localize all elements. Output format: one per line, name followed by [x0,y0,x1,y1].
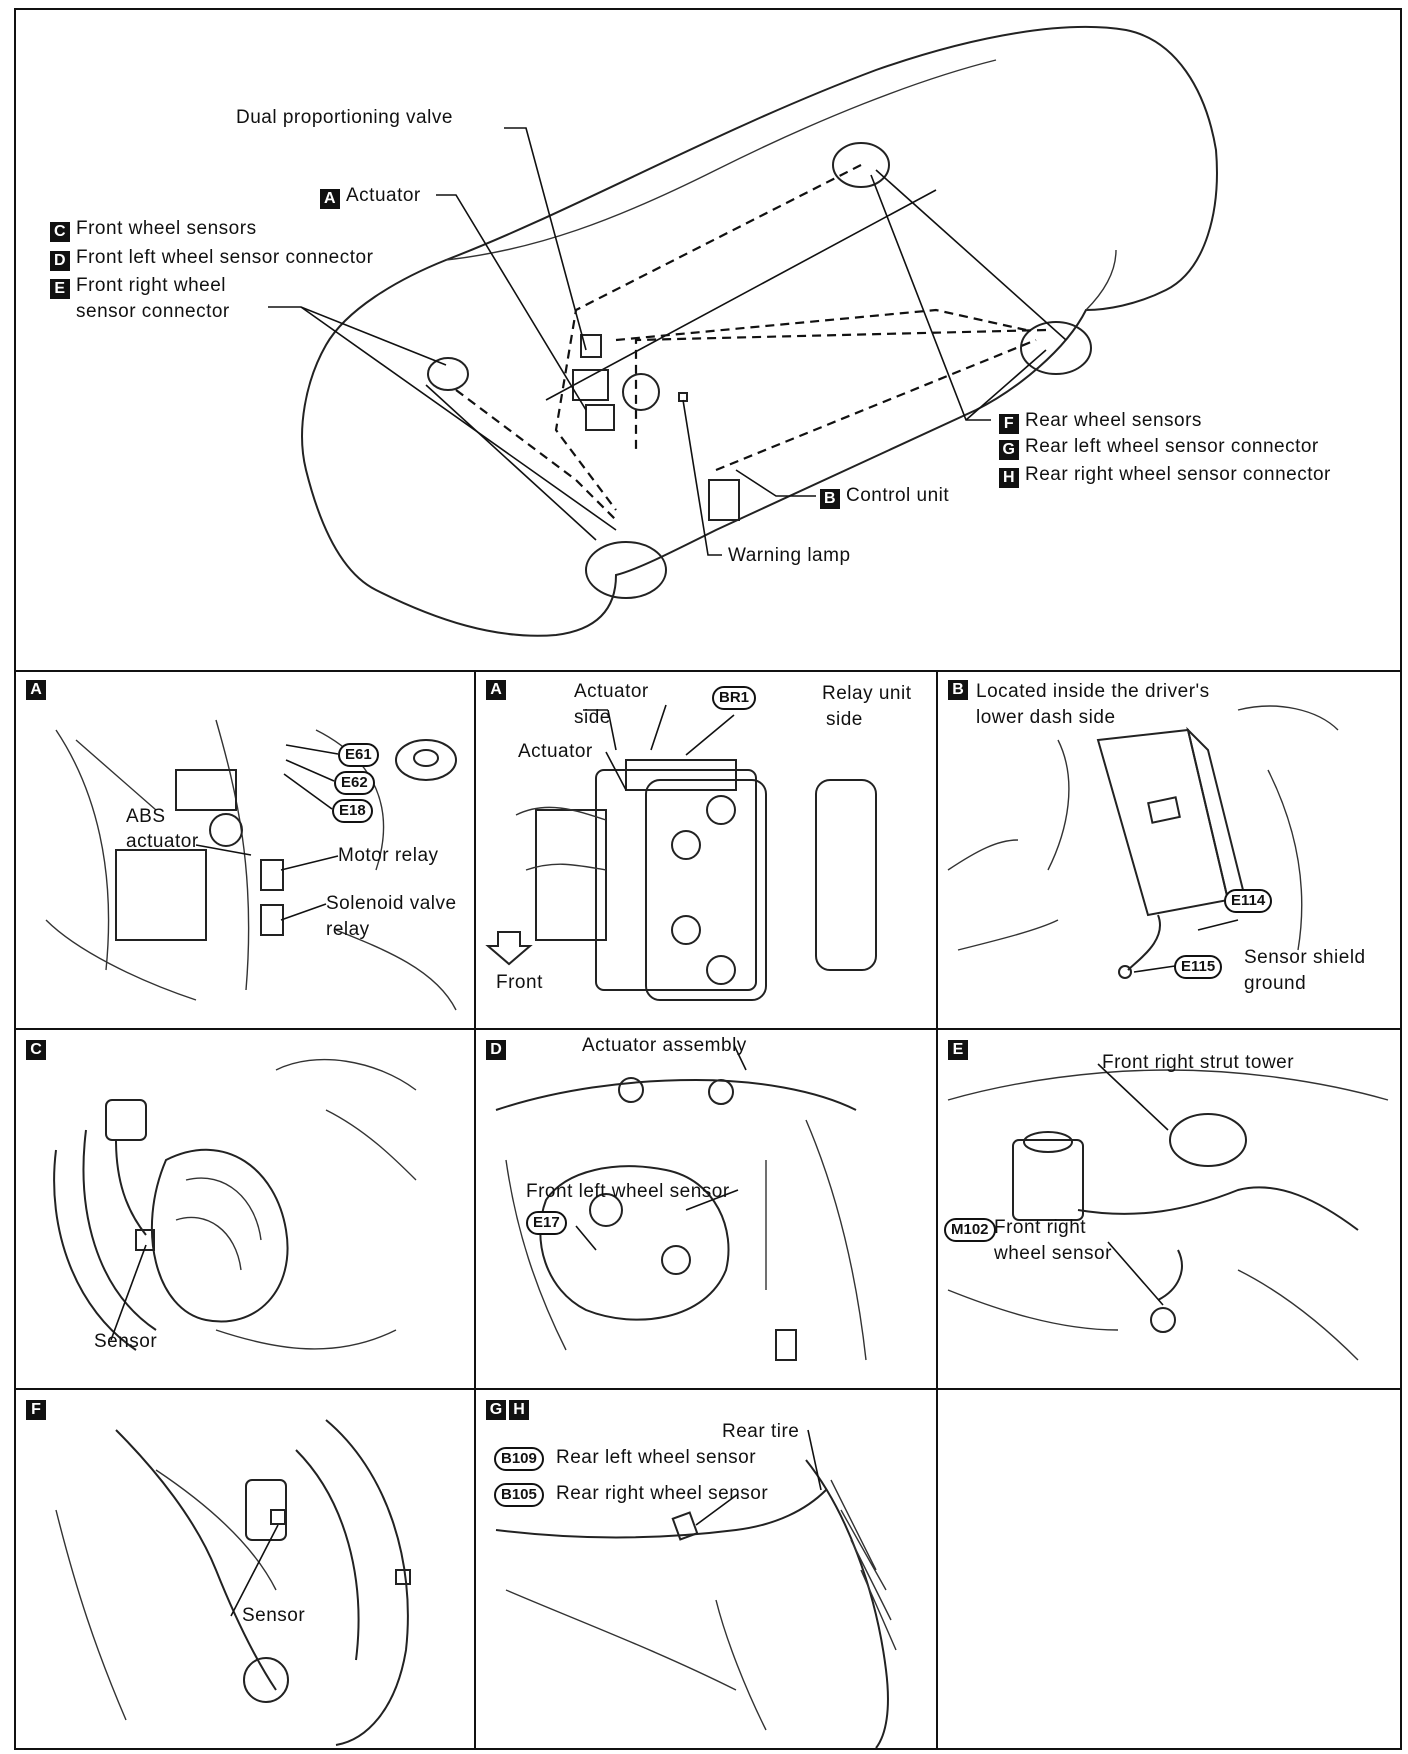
front-right-connector-label: E Front right wheel [50,274,226,299]
rear-wheel-sensors-key-badge: F [999,414,1019,434]
actuator-label: A Actuator [320,184,421,209]
front-right-strut-drawing [947,1063,1389,1361]
sensor-shield-ground-label-line2: ground [1244,973,1307,994]
panel-e-key-badge: E [948,1040,968,1060]
connector-b105: B105 [494,1483,544,1507]
connector-m102: M102 [944,1218,996,1242]
location-label-line2: lower dash side [976,707,1116,728]
panel-a2-key-badge: A [486,680,506,700]
connector-e18: E18 [332,799,373,823]
solenoid-valve-relay-label-line2: relay [326,919,370,940]
front-left-connector-label: D Front left wheel sensor connector [50,246,373,271]
actuator-assembly-label: Actuator assembly [582,1035,747,1056]
actuator-key-badge: A [320,189,340,209]
panel-gh-rear-connectors: G H Rear tire B109 Rear left wheel senso… [476,1390,938,1748]
panel-c-front-wheel-sensor: C Sensor [16,1030,476,1390]
front-sensor-label: Sensor [94,1331,158,1352]
abs-actuator-label-line2: actuator [126,831,199,852]
sensor-shield-ground-label-line1: Sensor shield [1244,947,1366,968]
connector-e114: E114 [1224,889,1273,913]
abs-actuator-engine-bay-drawing [45,719,457,1011]
panel-b-key-badge: B [948,680,968,700]
rear-left-wheel-sensor-label: Rear left wheel sensor [556,1447,757,1468]
front-left-connector-drawing [495,1044,867,1361]
front-right-connector-key-badge: E [50,279,70,299]
front-right-strut-tower-label: Front right strut tower [1102,1052,1295,1073]
front-left-connector-text: Front left wheel sensor connector [76,247,374,268]
rear-sensor-label: Sensor [242,1605,306,1626]
warning-lamp-label: Warning lamp [728,545,851,566]
control-unit-text: Control unit [846,485,950,506]
vehicle-overview: Dual proportioning valve A Actuator C Fron… [16,10,1400,672]
solenoid-valve-relay-label-line1: Solenoid valve [326,893,457,914]
actuator-unit-drawing [485,704,877,1001]
front-wheel-sensors-label: C Front wheel sensors [50,217,257,242]
connector-br1: BR1 [712,686,757,710]
abs-actuator-label-line1: ABS [126,806,166,827]
front-right-connector-text-1: Front right wheel [76,275,227,296]
rear-left-connector-label: G Rear left wheel sensor connector [999,435,1319,460]
relay-unit-side-label-line2: side [826,709,863,730]
panel-h-key-badge: H [509,1400,529,1420]
panel-g-key-badge: G [486,1400,506,1420]
rear-wheel-sensor-drawing [55,1419,411,1746]
panel-b-control-unit: B Located inside the driver's lower dash… [938,670,1400,1030]
rear-wheel-sensors-label: F Rear wheel sensors [999,409,1202,434]
panel-empty [938,1390,1400,1748]
control-unit-label: B Control unit [820,484,949,509]
front-wheel-sensors-text: Front wheel sensors [76,218,257,239]
connector-e17: E17 [526,1211,567,1235]
rear-wheel-sensors-text: Rear wheel sensors [1025,410,1202,431]
rear-right-connector-text: Rear right wheel sensor connector [1025,464,1331,485]
connector-e61: E61 [338,743,379,767]
panel-d-front-left-connector: D Actuator assembly Front left wheel sen… [476,1030,938,1390]
connector-b109: B109 [494,1447,544,1471]
diagram-frame: Dual proportioning valve A Actuator C Fron… [14,8,1402,1750]
actuator-label: Actuator [518,741,593,762]
front-right-connector-label-line2: sensor connector [76,301,230,322]
rear-right-connector-key-badge: H [999,468,1019,488]
relay-unit-side-label-line1: Relay unit [822,683,912,704]
rear-right-wheel-sensor-label: Rear right wheel sensor [556,1483,769,1504]
panel-a-key-badge: A [26,680,46,700]
front-left-connector-key-badge: D [50,251,70,271]
rear-tire-label: Rear tire [722,1421,800,1442]
panel-a-actuator-connectors: A Actuator side BR1 Relay unit side [476,670,938,1030]
front-direction-label: Front [496,972,543,993]
panel-a-abs-actuator: A E61 E62 E18 ABS actuator [16,670,476,1030]
connector-e62: E62 [334,771,375,795]
control-unit-key-badge: B [820,489,840,509]
front-wheel-sensor-drawing [53,1058,417,1351]
front-left-wheel-sensor-label: Front left wheel sensor [526,1181,730,1202]
panel-d-key-badge: D [486,1040,506,1060]
dual-proportioning-valve-label: Dual proportioning valve [236,107,453,128]
panel-e-front-right-connector: E Front right strut tower M102 Front rig… [938,1030,1400,1390]
front-right-wheel-sensor-label-line1: Front right [994,1217,1087,1238]
panel-c-key-badge: C [26,1040,46,1060]
actuator-side-label-line1: Actuator [574,681,649,702]
rear-left-connector-key-badge: G [999,440,1019,460]
location-label-line1: Located inside the driver's [976,681,1210,702]
panel-f-key-badge: F [26,1400,46,1420]
actuator-side-label-line2: side [574,707,611,728]
vehicle-outline-drawing [268,26,1218,637]
connector-e115: E115 [1174,955,1223,979]
rear-right-connector-label: H Rear right wheel sensor connector [999,463,1331,488]
front-right-wheel-sensor-label-line2: wheel sensor [994,1243,1112,1264]
rear-connector-drawing [495,1429,897,1748]
panel-f-rear-wheel-sensor: F Sensor [16,1390,476,1748]
motor-relay-label: Motor relay [338,845,439,866]
detail-panels-grid: A E61 E62 E18 ABS actuator [16,670,1400,1748]
front-wheel-sensors-key-badge: C [50,222,70,242]
rear-left-connector-text: Rear left wheel sensor connector [1025,436,1319,457]
actuator-text: Actuator [346,185,421,206]
